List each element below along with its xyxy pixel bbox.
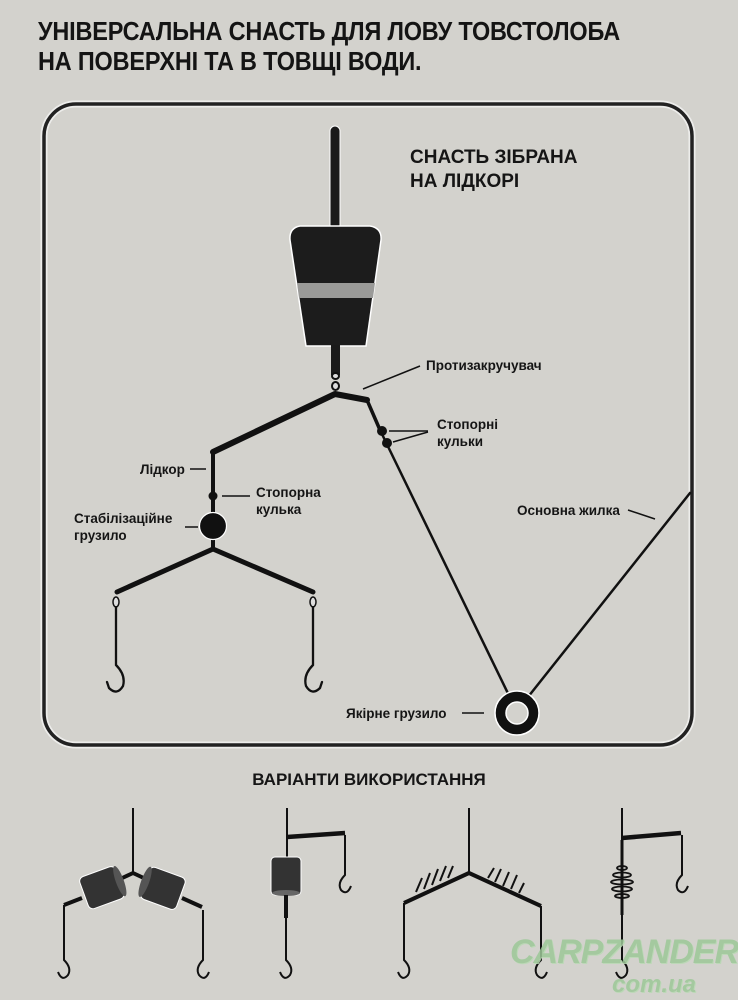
diagram-heading-line-1: СНАСТЬ ЗІБРАНА	[410, 147, 578, 168]
variants-heading: ВАРІАНТИ ВИКОРИСТАННЯ	[252, 770, 486, 789]
stop-bead-icon	[208, 491, 218, 501]
label-stop-beads-line-1: Стопорні	[437, 417, 498, 432]
label-stabilizing-weight: Стабілізаційне грузило	[74, 510, 172, 544]
page-title: УНІВЕРСАЛЬНА СНАСТЬ ДЛЯ ЛОВУ ТОВСТОЛОБА …	[38, 17, 620, 77]
hook-icon	[304, 596, 324, 693]
label-stop-beads-line-2: кульки	[437, 434, 484, 449]
title-line-1: УНІВЕРСАЛЬНА СНАСТЬ ДЛЯ ЛОВУ ТОВСТОЛОБА	[38, 18, 621, 46]
float-icon	[289, 125, 382, 375]
diagram-heading-line-2: НА ЛІДКОРІ	[410, 171, 520, 192]
watermark-domain: com.ua	[612, 971, 697, 998]
hook-icon	[105, 596, 125, 693]
diagram-frame-border	[42, 102, 694, 747]
label-main-line: Основна жилка	[517, 503, 620, 518]
label-leadcore: Лідкор	[140, 462, 185, 477]
label-pointers	[185, 365, 656, 714]
label-stop-bead-line-1: Стопорна	[256, 485, 321, 500]
label-stabilizing-weight-line-2: грузило	[74, 528, 127, 543]
watermark-brand: CARPZANDER	[510, 933, 738, 971]
label-swivel: Протизакручувач	[426, 358, 542, 373]
diagram-heading: СНАСТЬ ЗІБРАНА НА ЛІДКОРІ	[410, 146, 577, 194]
swivel-icon	[331, 372, 340, 391]
leadcore-lines	[114, 391, 692, 714]
title-line-2: НА ПОВЕРХНІ ТА В ТОВЩІ ВОДИ.	[38, 48, 422, 76]
variant-twin-foam-floats	[57, 808, 210, 979]
stabilizing-weight-icon	[198, 511, 228, 541]
variant-twin-spring-feeders	[397, 808, 548, 979]
label-stop-beads: Стопорні кульки	[437, 416, 498, 450]
variant-single-spring-feeder	[610, 808, 689, 979]
variant-single-foam-float	[270, 808, 352, 979]
label-stop-bead: Стопорна кулька	[256, 484, 321, 518]
stop-bead-icon	[377, 426, 387, 436]
anchor-weight-icon	[494, 690, 540, 736]
label-anchor-weight: Якірне грузило	[346, 706, 447, 721]
stop-bead-icon	[382, 438, 392, 448]
label-stop-bead-line-2: кулька	[256, 502, 302, 517]
diagram-frame	[40, 100, 696, 749]
label-stabilizing-weight-line-1: Стабілізаційне	[74, 511, 173, 526]
